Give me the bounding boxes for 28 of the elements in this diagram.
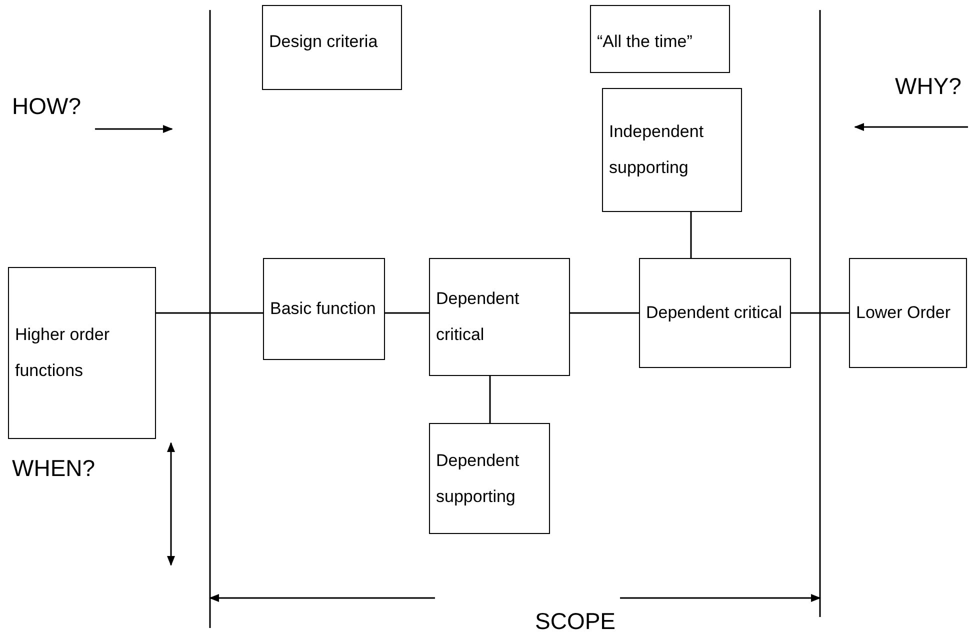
direction-label: WHEN?: [12, 455, 96, 482]
function-box: [429, 258, 570, 376]
function-label: Basic function: [270, 298, 376, 320]
connector-line: [385, 312, 429, 314]
function-box: [849, 258, 967, 368]
function-label: Lower Order: [856, 302, 950, 324]
function-label: Design criteria: [269, 31, 378, 53]
direction-label: WHY?: [895, 73, 962, 100]
function-box: [639, 258, 791, 368]
connector-line: [690, 212, 692, 258]
function-label: “All the time”: [597, 31, 692, 53]
connector-line: [570, 312, 639, 314]
function-box: [429, 423, 550, 534]
function-box: [590, 5, 730, 73]
connector-line: [156, 312, 263, 314]
function-label: Dependent critical: [646, 302, 782, 324]
connector-line: [791, 312, 849, 314]
function-label: Higher order functions: [15, 324, 110, 382]
connector-line: [489, 376, 491, 423]
direction-label: HOW?: [12, 93, 81, 120]
function-box: [602, 88, 742, 212]
function-box: [262, 5, 402, 90]
function-box: [8, 267, 156, 439]
direction-label: SCOPE: [535, 608, 616, 635]
function-label: Dependent critical: [436, 288, 520, 346]
function-label: Dependent supporting: [436, 450, 520, 508]
function-label: Independent supporting: [609, 121, 705, 179]
function-box: [263, 258, 385, 360]
